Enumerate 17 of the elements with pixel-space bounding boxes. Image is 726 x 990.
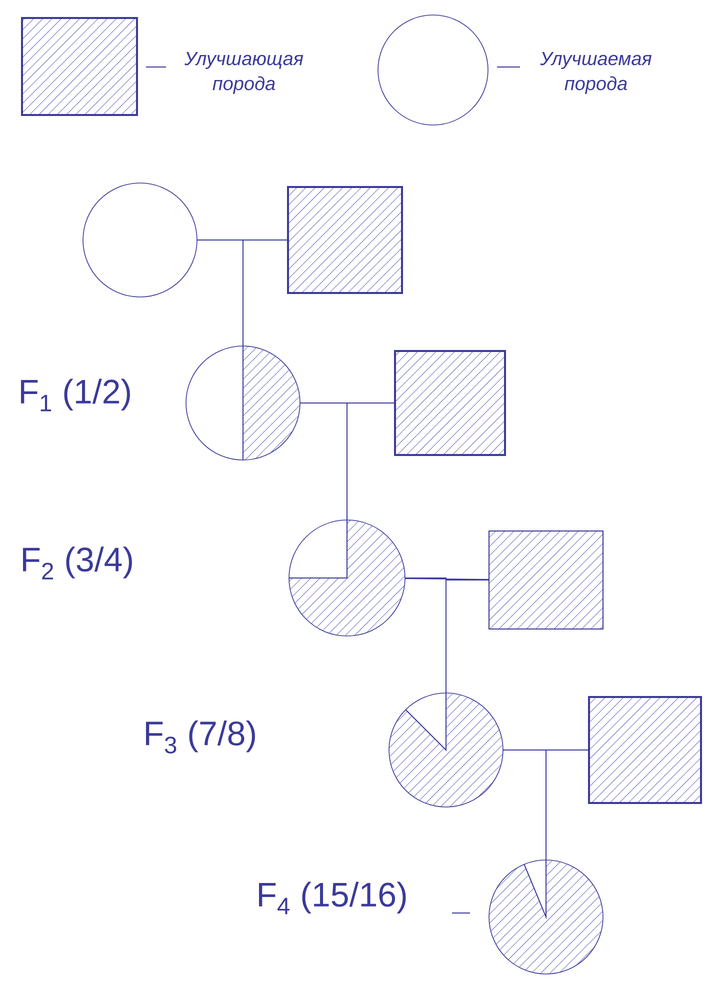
square-symbol: [488, 530, 604, 630]
circle-symbol: [82, 182, 198, 298]
generation-label: F$_{3}$ (7/8): [146, 720, 255, 754]
node-label: Улучшаемая порода: [540, 52, 652, 94]
square-symbol: [394, 350, 506, 456]
generation-label: F$_{2}$ (3/4): [23, 546, 132, 580]
circle-symbol: [288, 520, 406, 636]
circle-symbol: [488, 860, 604, 974]
circle-symbol: [388, 692, 504, 808]
circle-symbol: [186, 346, 300, 460]
generation-label: F$_{4}$ (15/16): [259, 882, 406, 914]
square-symbol: [287, 186, 403, 294]
circle-symbol: [378, 14, 488, 126]
square-symbol: [21, 17, 138, 116]
square-symbol: [588, 696, 702, 804]
node-label: Улучшающая порода: [184, 52, 304, 94]
generation-label: F$_{1}$ (1/2): [21, 378, 130, 412]
